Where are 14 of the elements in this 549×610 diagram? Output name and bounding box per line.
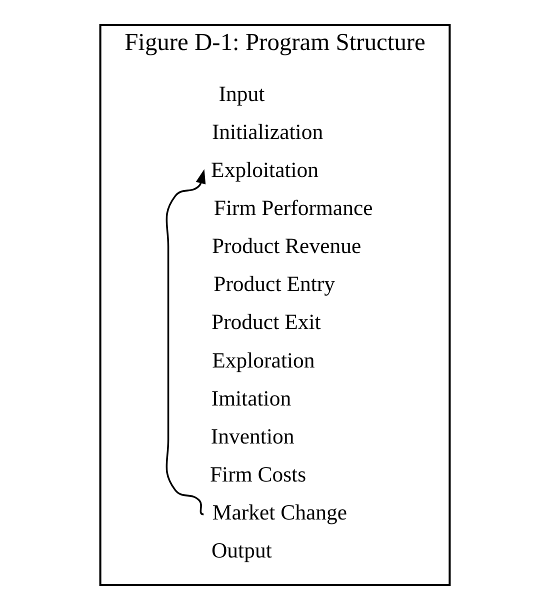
label: Exploration bbox=[212, 348, 314, 372]
label: Input bbox=[218, 82, 264, 106]
node-text: Exploitation bbox=[210, 158, 318, 182]
label: Initialization bbox=[211, 120, 323, 144]
label: Output bbox=[210, 538, 272, 563]
label: Invention bbox=[210, 424, 294, 448]
label: Firm Costs bbox=[209, 462, 306, 486]
label: Product Revenue bbox=[211, 234, 361, 258]
label: Imitation bbox=[210, 386, 291, 410]
arrow bbox=[165, 169, 206, 516]
node-text: Market Change bbox=[212, 500, 347, 525]
label: Product Exit bbox=[210, 310, 320, 334]
label: Firm Performance bbox=[213, 196, 372, 220]
label: Product Entry bbox=[213, 272, 335, 296]
